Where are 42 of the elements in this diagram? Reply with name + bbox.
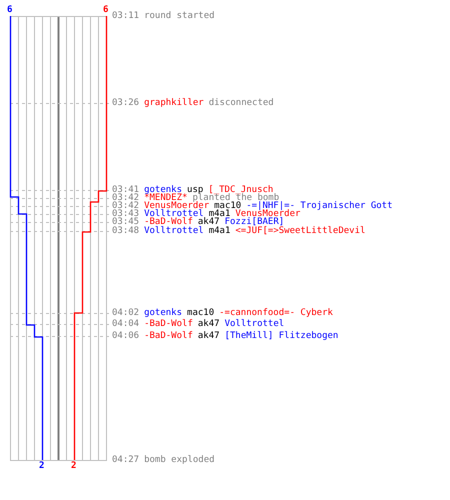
player-count: 6 (103, 5, 108, 15)
weapon-name: ak47 (198, 331, 220, 342)
timestamp: 03:42 (112, 201, 140, 211)
weapon-name: mac10 (214, 201, 242, 211)
player-count: 6 (7, 5, 12, 15)
timestamp: 03:11 (112, 11, 140, 22)
timestamp: 03:45 (112, 217, 140, 227)
event-text: bomb exploded (144, 455, 215, 466)
player-name: *MENDEZ* (144, 193, 188, 203)
player-name: graphkiller (144, 98, 204, 109)
timestamp: 04:27 (112, 455, 140, 466)
weapon-name: m4a1 (208, 226, 230, 237)
player-name: -=cannonfood=- Cyberk (219, 308, 333, 319)
player-name: [_TDC_Jnusch (208, 185, 274, 195)
timestamp: 04:04 (112, 319, 140, 330)
player-name: <=JUF[=>SweetLittleDevil (235, 226, 366, 237)
timestamp: 03:48 (112, 226, 140, 237)
player-name: Volltrottel (224, 319, 284, 330)
weapon-name: ak47 (198, 217, 220, 227)
player-name: -BaD-Wolf (144, 319, 193, 330)
player-name: Fozzi[BAER] (224, 217, 284, 227)
event-text: disconnected (208, 98, 274, 109)
weapon-name: usp (187, 185, 204, 195)
event-text: round started (144, 11, 215, 22)
player-name: gotenks (144, 185, 182, 195)
player-name: -BaD-Wolf (144, 217, 193, 227)
timestamp: 03:42 (112, 193, 140, 203)
player-name: [TheMill] Flitzebogen (224, 331, 338, 342)
player-name: -BaD-Wolf (144, 331, 193, 342)
timestamp: 03:43 (112, 209, 140, 219)
player-count: 2 (39, 461, 44, 471)
timestamp: 03:26 (112, 98, 140, 109)
timestamp: 03:41 (112, 185, 140, 195)
timestamp: 04:06 (112, 331, 140, 342)
player-name: -=|NHF|=- Trojanischer Gott (246, 201, 393, 211)
timestamp: 04:02 (112, 308, 140, 319)
player-count: 2 (71, 461, 76, 471)
weapon-name: m4a1 (208, 209, 230, 219)
player-name: gotenks (144, 308, 182, 319)
weapon-name: ak47 (198, 319, 220, 330)
weapon-name: mac10 (187, 308, 214, 319)
player-name: Volltrottel (144, 226, 204, 237)
